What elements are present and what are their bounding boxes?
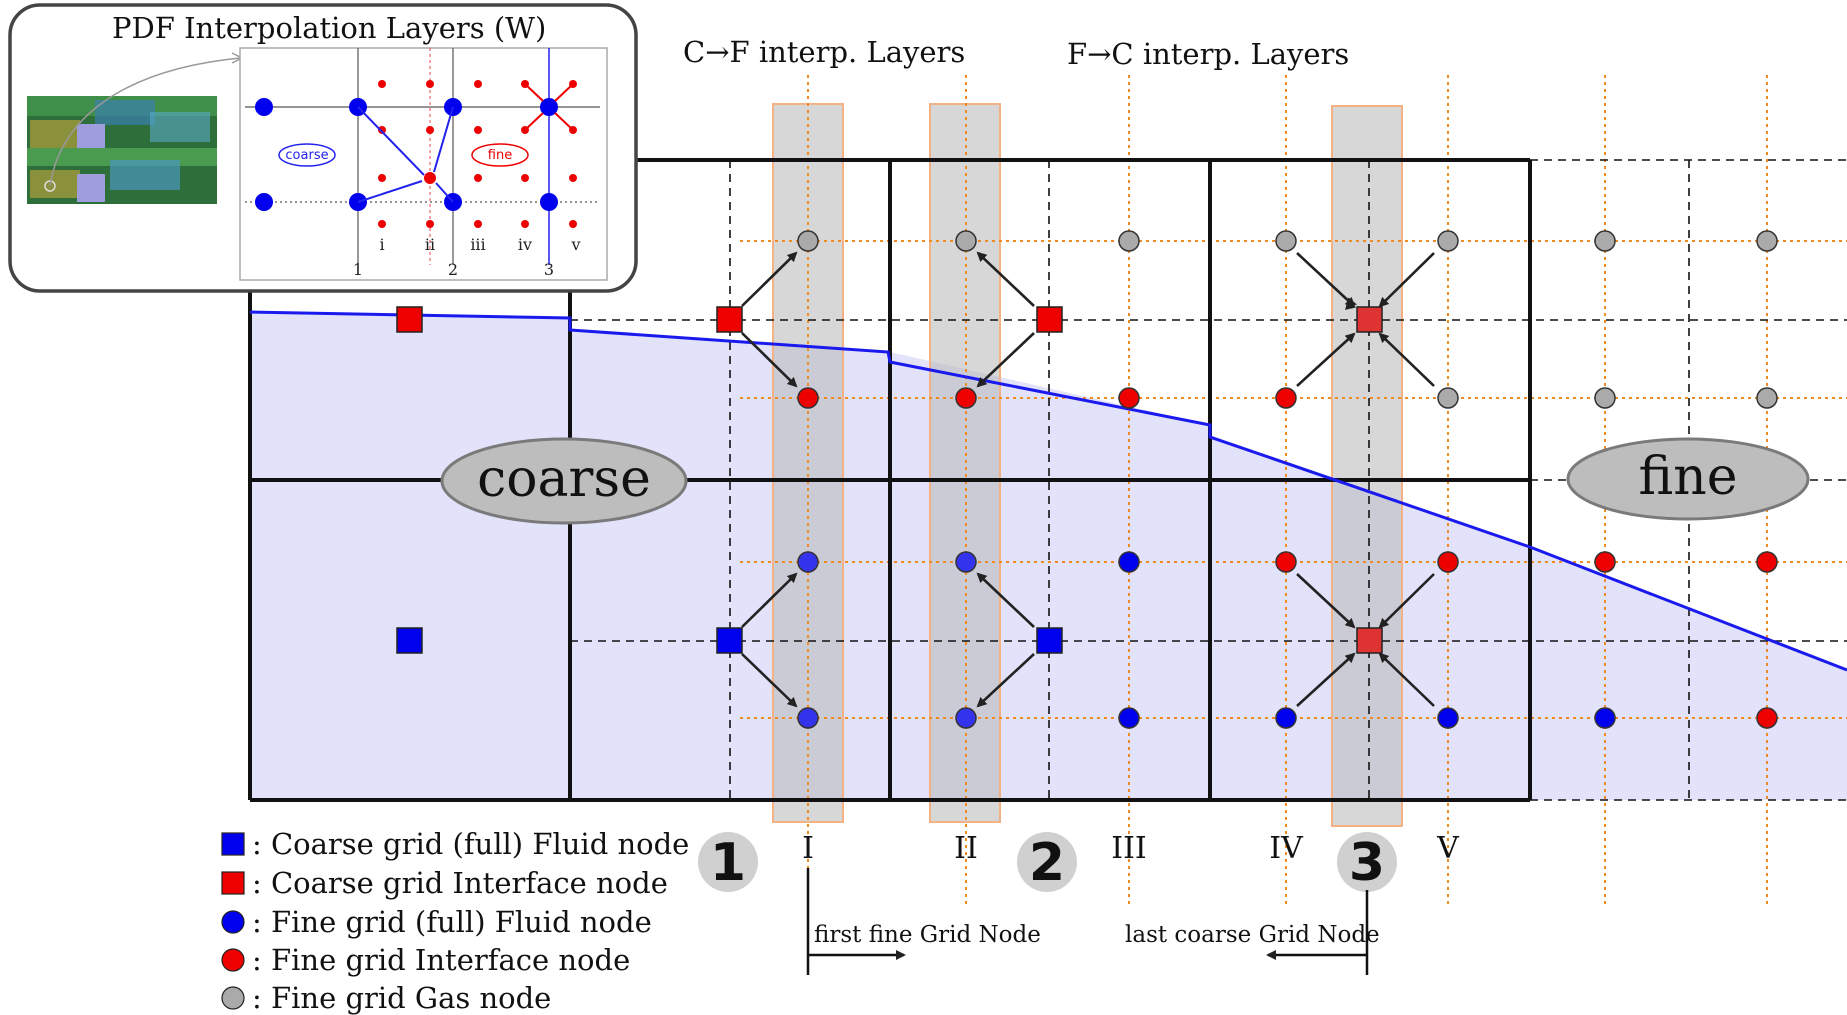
column-label-II: II bbox=[954, 831, 978, 866]
fine-gas-node bbox=[797, 230, 819, 252]
fine-interface-node bbox=[1594, 551, 1616, 573]
column-label-IV: IV bbox=[1269, 831, 1304, 866]
fine-fluid-node bbox=[797, 707, 819, 729]
legend: : Coarse grid (full) Fluid node : Coarse… bbox=[221, 827, 689, 1015]
fine-gas-node bbox=[1275, 230, 1297, 252]
f2c-header: F→C interp. Layers bbox=[1067, 37, 1349, 71]
legend-coarse-interface-marker bbox=[221, 871, 245, 895]
coarse-fluid-node bbox=[396, 627, 423, 654]
inset-roman-i: i bbox=[379, 235, 384, 254]
legend-fine-fluid-marker bbox=[221, 910, 245, 934]
last-coarse-annotation: last coarse Grid Node bbox=[1125, 890, 1380, 975]
coarse-interface-node bbox=[396, 306, 423, 333]
fine-interface-node bbox=[1275, 551, 1297, 573]
fine-interface-node bbox=[1118, 387, 1140, 409]
layer-badge-1: 1 bbox=[710, 833, 746, 893]
fine-fluid-node bbox=[1118, 551, 1140, 573]
fine-gas-node bbox=[955, 230, 977, 252]
inset-number-2: 2 bbox=[448, 260, 458, 279]
fine-gas-node bbox=[1594, 230, 1616, 252]
legend-coarse-fluid-marker bbox=[221, 832, 245, 856]
fine-oval: fine bbox=[1566, 437, 1810, 521]
fine-gas-node bbox=[1756, 230, 1778, 252]
legend-coarse-fluid-text: : Coarse grid (full) Fluid node bbox=[252, 827, 689, 861]
first-fine-annotation: first fine Grid Node bbox=[806, 868, 1041, 975]
simulation-thumbnail bbox=[27, 52, 244, 204]
legend-fine-interface-marker bbox=[221, 948, 245, 972]
legend-coarse-interface-text: : Coarse grid Interface node bbox=[252, 866, 668, 900]
fine-fluid-node bbox=[955, 551, 977, 573]
coarse-fluid-node bbox=[716, 627, 743, 654]
fine-fluid-node bbox=[1275, 707, 1297, 729]
fine-fluid-node bbox=[1437, 707, 1459, 729]
inset-roman-ii: ii bbox=[425, 235, 435, 254]
fine-interface-node bbox=[955, 387, 977, 409]
coarse-interface-node bbox=[1036, 306, 1063, 333]
c2f-header: C→F interp. Layers bbox=[683, 35, 965, 69]
coarse-interface-node bbox=[1356, 627, 1383, 654]
inset-grid: coarse fine 1 2 3 i ii iii iv v bbox=[239, 47, 608, 281]
coarse-nodes bbox=[396, 306, 1383, 654]
column-labels: I II III IV V bbox=[802, 831, 1460, 866]
inset-roman-iv: iv bbox=[518, 235, 532, 254]
inset-coarse-tag: coarse bbox=[285, 148, 328, 163]
fine-gas-node bbox=[1437, 387, 1459, 409]
layer-badge-1-bg bbox=[698, 832, 758, 892]
coarse-fluid-node bbox=[1036, 627, 1063, 654]
layer-band-3 bbox=[1331, 105, 1403, 827]
column-label-V: V bbox=[1436, 831, 1460, 866]
layer-badges: 1 2 3 bbox=[698, 832, 1397, 893]
layer-badge-2: 2 bbox=[1029, 833, 1065, 893]
fine-label: fine bbox=[1639, 447, 1738, 507]
free-surface-line bbox=[249, 310, 1847, 672]
fine-gas-node bbox=[1756, 387, 1778, 409]
fine-interface-node bbox=[797, 387, 819, 409]
fine-interface-node bbox=[1275, 387, 1297, 409]
fine-fluid-node bbox=[955, 707, 977, 729]
column-label-III: III bbox=[1111, 831, 1147, 866]
coarse-interface-node bbox=[1356, 306, 1383, 333]
legend-fine-gas-marker bbox=[221, 986, 245, 1010]
fine-gas-node bbox=[1118, 230, 1140, 252]
fine-fluid-node bbox=[797, 551, 819, 573]
coarse-interface-node bbox=[716, 306, 743, 333]
fine-interface-node bbox=[1756, 707, 1778, 729]
inset-number-1: 1 bbox=[353, 260, 363, 279]
last-coarse-label: last coarse Grid Node bbox=[1125, 922, 1380, 948]
first-fine-label: first fine Grid Node bbox=[814, 922, 1041, 948]
fine-nodes bbox=[797, 230, 1778, 729]
fine-interface-node bbox=[1437, 551, 1459, 573]
legend-fine-interface-text: : Fine grid Interface node bbox=[252, 943, 630, 977]
inset-panel: PDF Interpolation Layers (W) bbox=[8, 3, 638, 293]
layer-badge-2-bg bbox=[1017, 832, 1077, 892]
column-label-I: I bbox=[802, 831, 814, 866]
fine-gas-node bbox=[1594, 387, 1616, 409]
fine-gas-node bbox=[1437, 230, 1459, 252]
inset-roman-v: v bbox=[570, 235, 580, 254]
layer-badge-3-bg bbox=[1337, 832, 1397, 892]
fine-fluid-node bbox=[1594, 707, 1616, 729]
coarse-oval: coarse bbox=[440, 437, 688, 525]
inset-number-3: 3 bbox=[544, 260, 554, 279]
layer-badge-3: 3 bbox=[1349, 833, 1385, 893]
f2c-arrows bbox=[1296, 252, 1435, 707]
inset-fine-tag: fine bbox=[488, 148, 512, 163]
inset-roman-iii: iii bbox=[470, 235, 485, 254]
legend-fine-fluid-text: : Fine grid (full) Fluid node bbox=[252, 905, 652, 939]
coarse-label: coarse bbox=[477, 449, 651, 509]
interpolation-arrows bbox=[741, 251, 1357, 708]
inset-title: PDF Interpolation Layers (W) bbox=[112, 11, 546, 45]
legend-fine-gas-text: : Fine grid Gas node bbox=[252, 981, 551, 1015]
fine-fluid-node bbox=[1118, 707, 1140, 729]
fine-interface-node bbox=[1756, 551, 1778, 573]
